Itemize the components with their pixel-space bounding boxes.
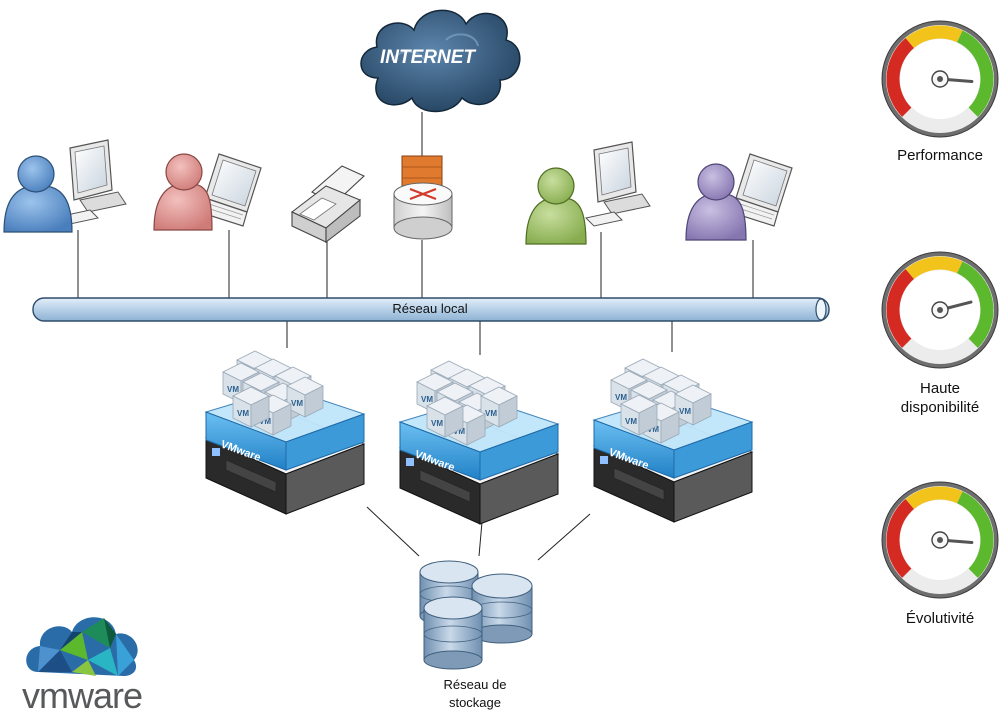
connection-lines xyxy=(77,112,754,561)
router-arrows-icon xyxy=(409,187,437,201)
vm-cube-icon: VM xyxy=(674,384,712,426)
user-pink-workstation xyxy=(153,153,262,231)
gauge-hub-center xyxy=(937,307,943,313)
storage-label: Réseau de stockage xyxy=(420,676,530,712)
storage-label-line1: Réseau de xyxy=(443,677,507,692)
gauge-2 xyxy=(881,251,999,369)
vm-cube-icon: VM xyxy=(254,394,292,436)
user-purple-workstation xyxy=(685,153,793,241)
vm-label: VM xyxy=(485,409,497,418)
internet-cloud-icon xyxy=(360,9,521,113)
vmware-logo-text: vmware xyxy=(22,675,142,714)
gauge-scalability-label: Évolutivité xyxy=(870,609,999,628)
lan-pipe xyxy=(32,297,830,322)
vmware-logo: vmware xyxy=(22,617,143,714)
gauge-band-segment xyxy=(956,491,994,578)
server-stack-1: VMwareVMVMVMVMVMVMVMVMVM xyxy=(204,350,366,515)
router-firewall-icon xyxy=(393,155,453,240)
gauge-1 xyxy=(881,20,999,138)
vm-cube-icon: VM xyxy=(426,396,464,438)
user-purple-icon xyxy=(685,163,747,241)
server1-storage-link xyxy=(366,506,420,557)
gauge-band-segment xyxy=(905,25,963,49)
server3-storage-link xyxy=(537,513,591,561)
user-blue-icon xyxy=(3,155,73,233)
user-pink-icon xyxy=(153,153,213,231)
internet-label: INTERNET xyxy=(380,47,475,68)
gauge-band-segment xyxy=(886,269,915,348)
vm-cube-icon: VM xyxy=(620,394,658,436)
server-stack-2: VMwareVMVMVMVMVMVMVMVMVM xyxy=(398,360,560,525)
vm-label: VM xyxy=(237,409,249,418)
vm-cube-icon: VM xyxy=(416,372,454,414)
vm-label: VM xyxy=(453,427,465,436)
vm-cube-icon: VM xyxy=(448,404,486,446)
user-blue-workstation xyxy=(3,139,127,233)
gauge-performance-label: Performance xyxy=(870,146,999,165)
vmware-servers: VMwareVMVMVMVMVMVMVMVMVMVMwareVMVMVMVMVM… xyxy=(204,350,754,525)
vm-label: VM xyxy=(227,385,239,394)
server-stack-3: VMwareVMVMVMVMVMVMVMVMVM xyxy=(592,358,754,523)
vm-label: VM xyxy=(679,407,691,416)
vm-label: VM xyxy=(647,425,659,434)
gauge-hub-center xyxy=(937,76,943,82)
gauge-scalability-label-text: Évolutivité xyxy=(905,610,975,627)
gauge-availability-label-line2: disponibilité xyxy=(900,399,980,416)
gauge-3 xyxy=(881,481,999,599)
gauge-hub-center xyxy=(937,537,943,543)
vm-label: VM xyxy=(421,395,433,404)
gauge-band-segment xyxy=(956,261,994,348)
gauge-band-segment xyxy=(905,486,963,510)
gauge-availability-label: Haute disponibilité xyxy=(870,379,999,417)
gauge-band-segment xyxy=(905,256,963,280)
vm-cube-icon: VM xyxy=(642,402,680,444)
gauges xyxy=(881,20,999,599)
vm-cube-icon: VM xyxy=(286,376,324,418)
vm-cube-icon: VM xyxy=(232,386,270,428)
gauge-performance-label-text: Performance xyxy=(897,147,983,164)
storage-label-line2: stockage xyxy=(448,695,502,710)
vm-cube-icon: VM xyxy=(222,362,260,404)
vm-cube-icon: VM xyxy=(480,386,518,428)
user-green-icon xyxy=(525,167,587,245)
server2-storage-link xyxy=(478,521,483,557)
storage-disk-stack-3 xyxy=(423,596,483,670)
gauge-availability-label-line1: Haute xyxy=(919,380,961,397)
storage-icon xyxy=(419,560,533,670)
vm-label: VM xyxy=(291,399,303,408)
vm-cube-icon: VM xyxy=(610,370,648,412)
vm-label: VM xyxy=(259,417,271,426)
user-green-workstation xyxy=(525,141,651,245)
printer-icon xyxy=(290,165,365,244)
gauge-band-segment xyxy=(956,30,994,117)
vm-label: VM xyxy=(431,419,443,428)
vm-label: VM xyxy=(615,393,627,402)
gauge-band-segment xyxy=(886,499,915,578)
vmware-cloud-mosaic-icon xyxy=(26,617,138,676)
vm-label: VM xyxy=(625,417,637,426)
gauge-band-segment xyxy=(886,38,915,117)
lan-label: Réseau local xyxy=(392,301,468,316)
